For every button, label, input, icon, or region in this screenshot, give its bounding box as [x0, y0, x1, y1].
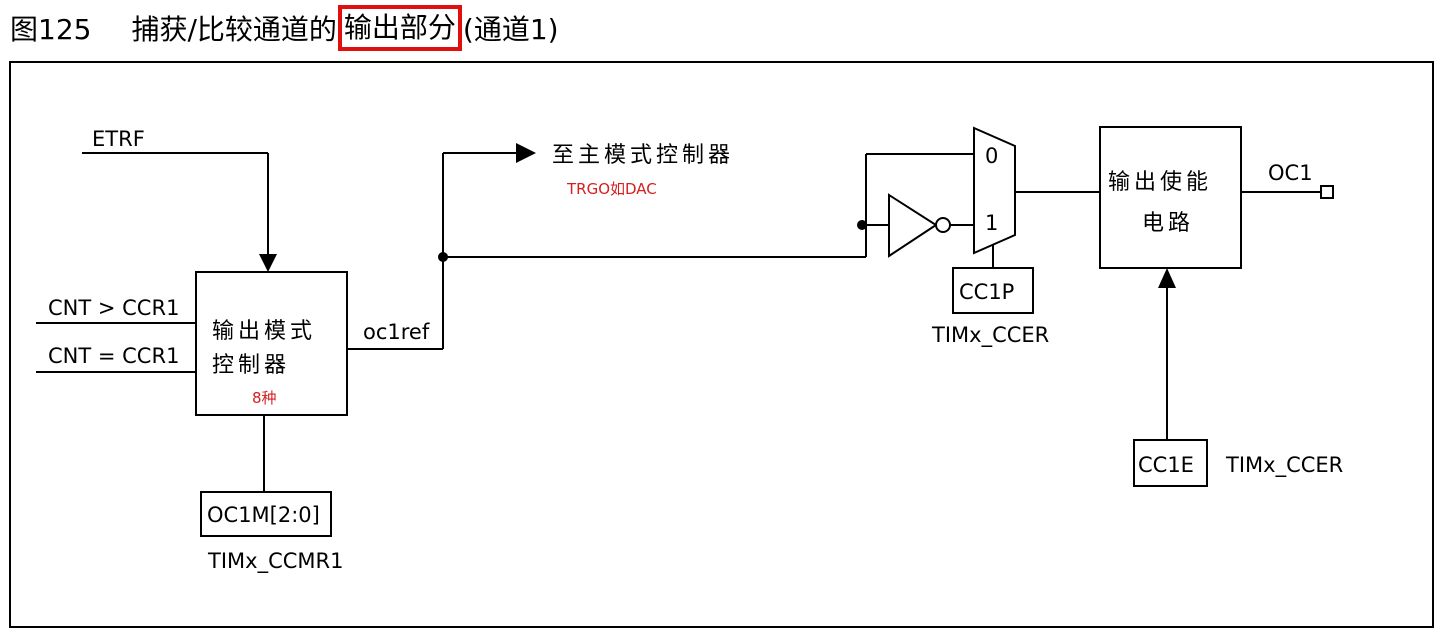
output-enable-block: [1099, 126, 1242, 269]
mode-controller-block: [195, 271, 348, 416]
figure-caption: 图125 捕获/比较通道的 输出部分 (通道1): [10, 5, 559, 51]
cc1e-register-label: CC1E: [1138, 453, 1194, 477]
mode-controller-line1: 输出模式: [212, 319, 316, 344]
caption-title-highlight: 输出部分: [337, 5, 462, 51]
cnt-gt-label: CNT > CCR1: [48, 296, 179, 320]
output-enable-line1: 输出使能: [1108, 170, 1212, 195]
oc1-label: OC1: [1268, 161, 1313, 185]
mode-count-note: 8种: [252, 389, 277, 407]
ccer-e-register-label: TIMx_CCER: [1225, 453, 1343, 478]
output-enable-line2: 电路: [1142, 211, 1194, 236]
oc1m-register-label: OC1M[2:0]: [207, 503, 320, 527]
figure-number: 图125: [10, 13, 92, 46]
ccmr1-register-label: TIMx_CCMR1: [207, 549, 343, 574]
master-controller-label: 至主模式控制器: [552, 143, 734, 168]
oc1-pin: [1320, 185, 1334, 199]
diagram-frame: [9, 61, 1434, 628]
cc1e-arrowhead: [1158, 268, 1176, 288]
cc1p-register-box: [952, 267, 1034, 314]
master-arrowhead: [516, 143, 536, 163]
mux-input-0-label: 0: [985, 144, 998, 168]
trgo-note: TRGO如DAC: [566, 180, 657, 198]
etrf-arrowhead: [259, 254, 277, 272]
cc1e-register-box: [1133, 439, 1208, 487]
cnt-eq-label: CNT = CCR1: [48, 344, 179, 368]
polarity-mux: [973, 126, 1016, 255]
mode-controller-line2: 控制器: [212, 353, 290, 378]
inverter-bubble: [935, 217, 951, 233]
etrf-label: ETRF: [92, 127, 145, 151]
caption-title-before: 捕获/比较通道的: [131, 13, 337, 46]
inverter-gate: [888, 193, 938, 258]
ccer-p-register-label: TIMx_CCER: [931, 323, 1049, 348]
caption-title-after: (通道1): [462, 13, 559, 46]
oc1m-register-box: [200, 491, 332, 537]
mux-input-1-label: 1: [985, 211, 998, 235]
cc1p-register-label: CC1P: [959, 280, 1014, 304]
oc1ref-label: oc1ref: [363, 320, 430, 344]
